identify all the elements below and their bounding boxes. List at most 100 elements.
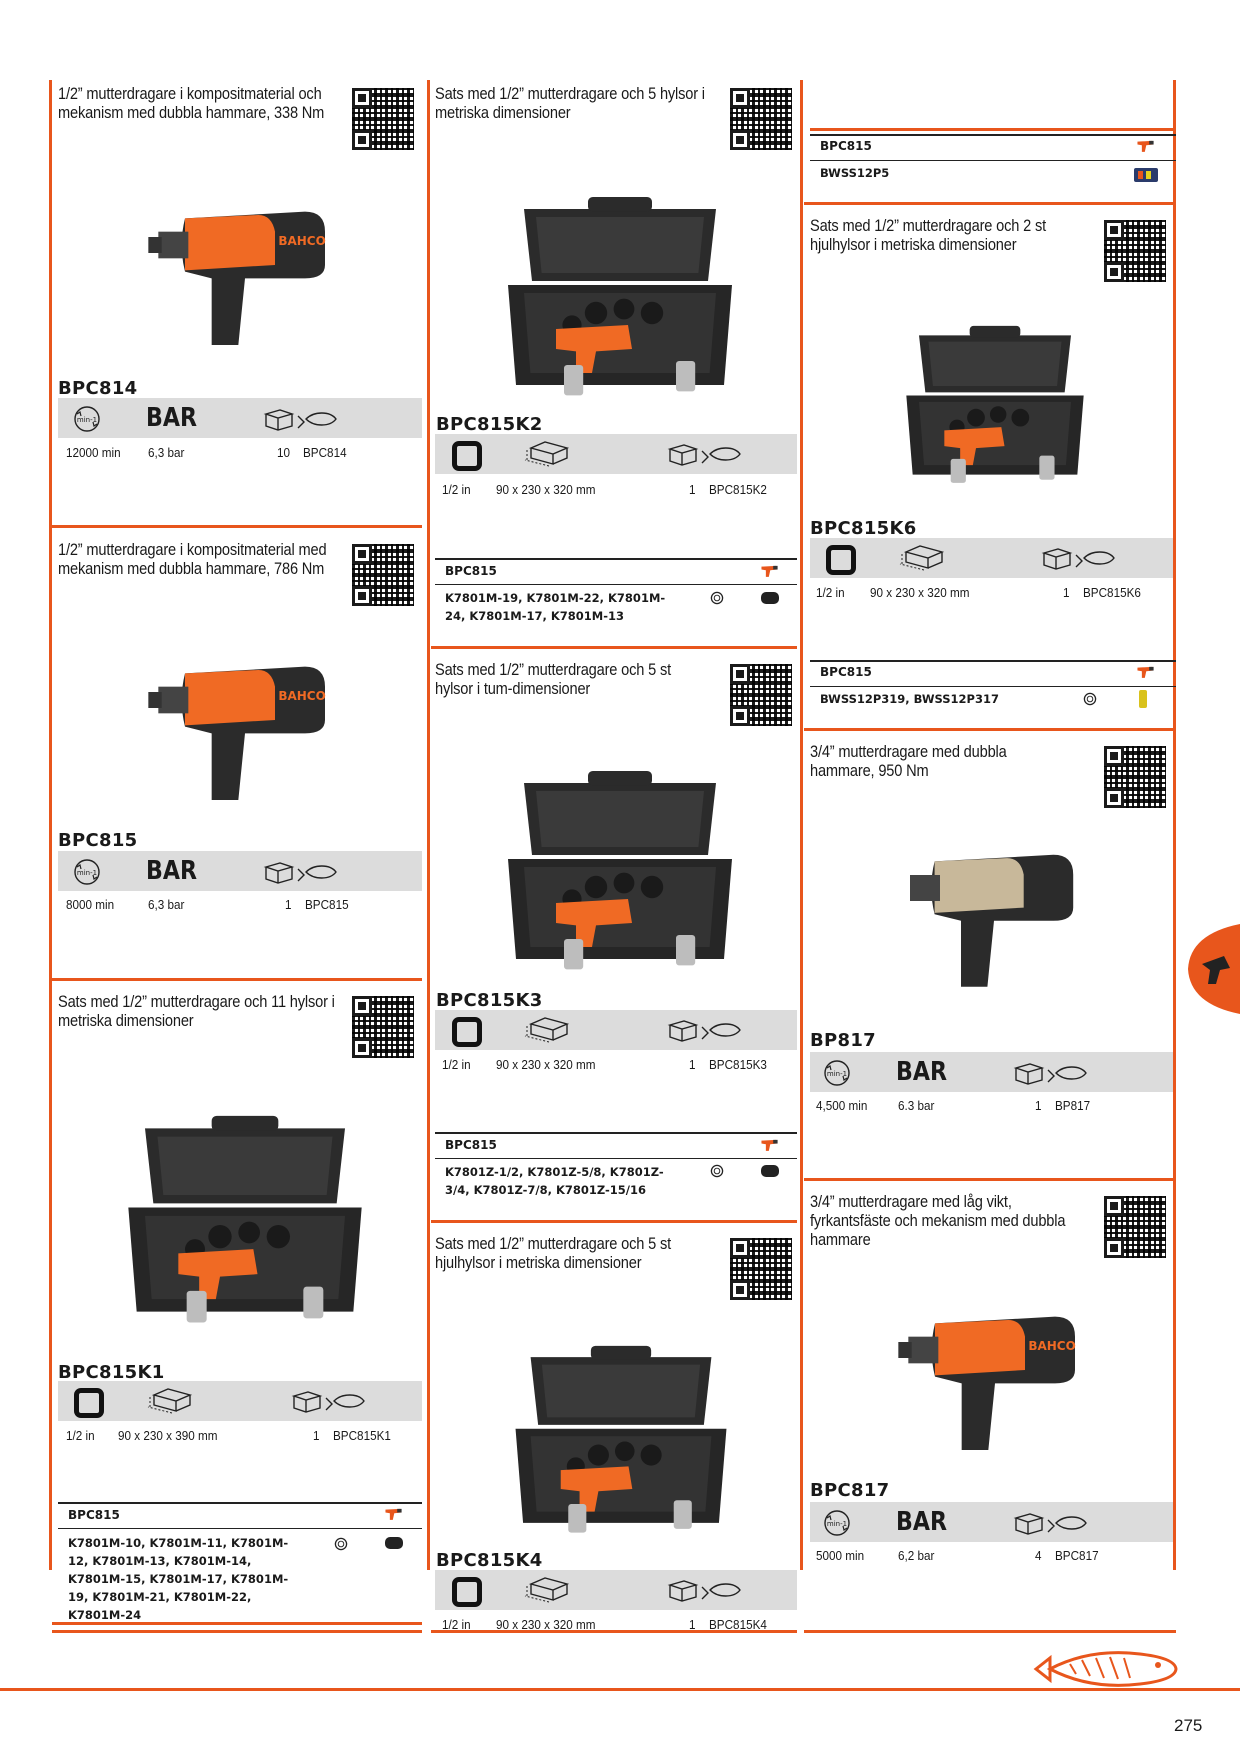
spec-qty: 10 [277,445,291,460]
table-rule [435,584,797,585]
socket-icon [758,589,782,607]
spec-ref: BPC815K1 [333,1428,391,1443]
product-code: BPC815K1 [58,1362,165,1383]
spec-dimensions: 90 x 230 x 320 mm [496,482,596,497]
product-title: Sats med 1/2” mutterdragare och 11 hylso… [58,992,335,1030]
socket-icon [1139,690,1147,708]
table-header: BPC815 [68,1508,120,1522]
pack-icon [290,1386,370,1416]
spec-speed: 4,500 min [816,1098,868,1113]
section-tab-icon [1188,924,1240,1014]
impact-wrench-icon [760,563,782,579]
spec-header [810,1052,1173,1092]
impact-wrench-icon [384,1506,406,1522]
table-body: K7801Z-1/2, K7801Z-5/8, K7801Z-3/4, K780… [445,1165,664,1197]
spec-qty: 1 [689,1057,696,1072]
product-title: 1/2” mutterdragare i kompositmaterial me… [58,540,327,578]
impact-wrench-image [145,640,345,820]
section-divider [431,1220,797,1223]
spec-speed: 5000 min [816,1548,865,1563]
socket-ring-icon [709,590,725,606]
tool-case-image [120,1100,370,1340]
impact-wrench-image [895,1290,1095,1470]
spec-qty: 1 [689,482,696,497]
spec-drive: 1/2 in [442,1057,471,1072]
section-divider [431,646,797,649]
bar-icon: BAR [146,403,197,433]
qr-code-icon [730,664,792,726]
column-end-rule [804,1630,1176,1633]
qr-code-icon [1104,220,1166,282]
product-title: 3/4” mutterdragare med låg vikt, fyrkant… [810,1192,1066,1249]
spec-pressure: 6,2 bar [898,1548,935,1563]
product-code: BPC814 [58,378,138,399]
impact-wrench-image [910,854,1074,987]
pack-icon [1012,1508,1092,1538]
section-divider [810,128,1176,131]
impact-wrench-icon [1136,664,1158,680]
spec-ref: BPC814 [303,445,347,460]
table-body: BWSS12P319, BWSS12P317 [820,692,999,706]
product-code: BPC815K4 [436,1550,543,1571]
pack-icon [666,1015,746,1045]
section-divider [52,1622,422,1625]
column-end-rule [52,1630,422,1633]
product-code: BPC817 [810,1480,890,1501]
socket-ring-icon [333,1536,349,1552]
pack-icon [1040,543,1120,573]
box-dimensions-icon [523,1574,573,1604]
section-divider [804,728,1176,731]
tool-case-image [500,756,740,986]
bar-icon: BAR [896,1057,947,1087]
table-body: K7801M-19, K7801M-22, K7801M-24, K7801M-… [445,591,666,623]
pack-icon [1012,1058,1092,1088]
table-header: BPC815 [820,665,872,679]
box-dimensions-icon [523,438,573,468]
socket-ring-icon [1082,691,1098,707]
product-code: BPC815 [58,830,138,851]
bar-icon: BAR [146,856,197,886]
square-drive-icon [452,441,482,471]
square-drive-icon [826,545,856,575]
tool-case-image [508,1330,734,1550]
box-dimensions-icon [146,1385,196,1415]
rpm-icon [822,1058,852,1088]
column-rule [427,80,430,1570]
impact-wrench-icon [760,1137,782,1153]
spec-header [810,538,1173,578]
bar-icon: BAR [896,1507,947,1537]
spec-drive: 1/2 in [816,585,845,600]
qr-code-icon [730,1238,792,1300]
product-code: BPC815K2 [436,414,543,435]
spec-ref: BPC815K4 [709,1617,767,1632]
qr-code-icon [1104,1196,1166,1258]
fish-logo-icon [1033,1651,1178,1687]
impact-wrench-icon [1136,138,1158,154]
product-code: BPC815K6 [810,518,917,539]
product-title: Sats med 1/2” mutterdragare och 5 st hyl… [435,660,671,698]
spec-qty: 1 [1063,585,1070,600]
footer-rule [0,1688,1240,1691]
table-rule [435,558,797,560]
table-rule [810,134,1176,136]
pack-icon [666,1575,746,1605]
table-rule [435,1158,797,1159]
column-rule [800,80,803,1570]
tool-case-image [900,300,1090,510]
spec-qty: 1 [313,1428,320,1443]
spec-drive: 1/2 in [442,482,471,497]
spec-dimensions: 90 x 230 x 320 mm [496,1057,596,1072]
rpm-icon [72,404,102,434]
spec-pressure: 6,3 bar [148,897,185,912]
section-divider [804,202,1176,205]
table-rule [58,1528,422,1529]
spec-header [58,851,422,891]
qr-code-icon [730,88,792,150]
qr-code-icon [1104,746,1166,808]
product-code: BPC815K3 [436,990,543,1011]
pack-icon [262,857,342,887]
column-rule [1173,80,1176,1570]
square-drive-icon [74,1388,104,1418]
tool-case-image [500,182,740,412]
spec-speed: 8000 min [66,897,115,912]
